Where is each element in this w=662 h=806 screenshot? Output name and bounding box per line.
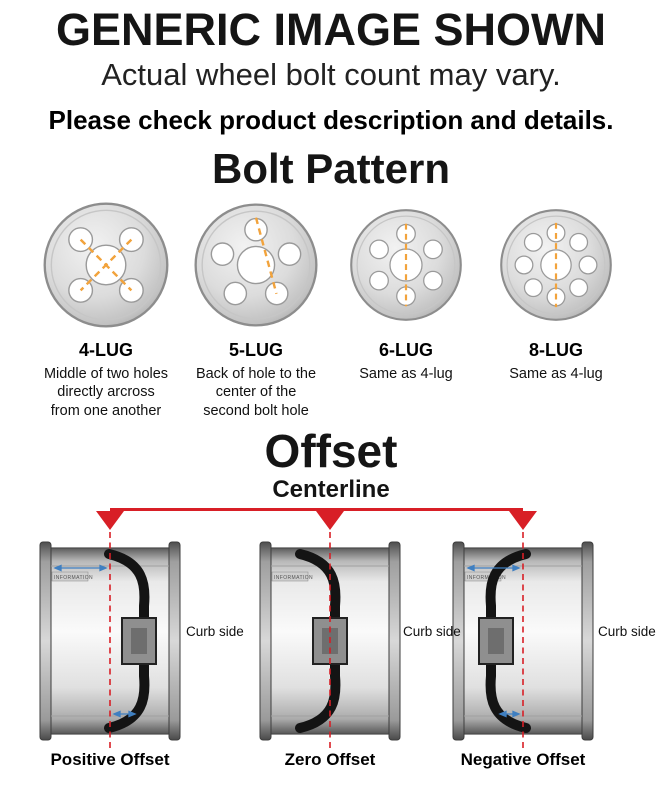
generic-wheel-infographic: GENERIC IMAGE SHOWN Actual wheel bolt co… [0,6,662,806]
hub-bore [488,628,504,655]
bolt-holes [514,223,598,307]
wheel-8lug-icon [500,209,612,321]
curb-side-label: Curb side [598,624,656,640]
watermark-text: INFORMATION [54,575,93,581]
positive-offset-diagram: INFORMATION [39,532,181,751]
centerline-arrow-icon [509,511,537,531]
offset-measure-arrows [466,564,521,718]
centerline-label: Centerline [272,476,390,504]
wheel-6lug-wrap [347,197,465,333]
subtitle: Actual wheel bolt count may vary. [101,57,561,93]
centerline-arrow-icon [96,511,124,531]
lug-name-8: 8-LUG [529,339,583,360]
lug-name-6: 6-LUG [379,339,433,360]
lug-desc-6: Same as 4-lug [359,365,453,382]
negative-offset-label: Negative Offset [460,750,586,770]
measurement-dashes [79,238,133,292]
wheel-8lug-wrap [497,197,615,333]
curb-side-label: Curb side [403,624,461,640]
wheel-5lug-icon [194,203,318,327]
bolt-pattern-title: Bolt Pattern [211,144,450,192]
watermark-box [51,572,89,582]
wheel-4lug-icon [43,202,169,328]
centerline-bar [110,508,523,512]
page-title: GENERIC IMAGE SHOWN [55,4,607,55]
lug-desc-5: Back of hole to the center of the second… [195,365,317,419]
offset-title: Offset [264,425,398,478]
positive-offset-label: Positive Offset [50,750,170,770]
lug-desc-8: Same as 4-lug [509,365,603,382]
watermark-box [271,572,309,582]
offset-diagram: INFORMATION INFORMATION [0,508,662,772]
lug-name-5: 5-LUG [229,339,283,360]
hub-bore [131,628,147,655]
watermark-text: INFORMATION [467,575,506,581]
bolt-pattern-row: 4-LUG Middle of two holes directly arcro… [31,197,631,420]
bolt-holes [210,217,302,306]
watermark-box [464,572,502,582]
zero-offset-diagram: INFORMATION [259,532,401,751]
curb-side-label: Curb side [186,624,244,640]
note-text: Please check product description and det… [48,104,614,135]
wheel-4lug-wrap [40,197,172,333]
centerline-arrow-icon [316,511,344,531]
lug-name-4: 4-LUG [79,339,133,360]
offset-measure-arrows [53,564,137,718]
lug-column-5: 5-LUG Back of hole to the center of the … [181,197,331,420]
wheel-6lug-icon [350,209,462,321]
negative-offset-diagram: INFORMATION [452,532,594,751]
measurement-dashes [254,217,278,295]
watermark-text: INFORMATION [274,575,313,581]
wheel-5lug-wrap [191,197,321,333]
lug-column-4: 4-LUG Middle of two holes directly arcro… [31,197,181,420]
lug-desc-4: Middle of two holes directly arcross fro… [43,365,169,419]
zero-offset-label: Zero Offset [284,750,376,770]
lug-column-6: 6-LUG Same as 4-lug [331,197,481,383]
lug-column-8: 8-LUG Same as 4-lug [481,197,631,383]
